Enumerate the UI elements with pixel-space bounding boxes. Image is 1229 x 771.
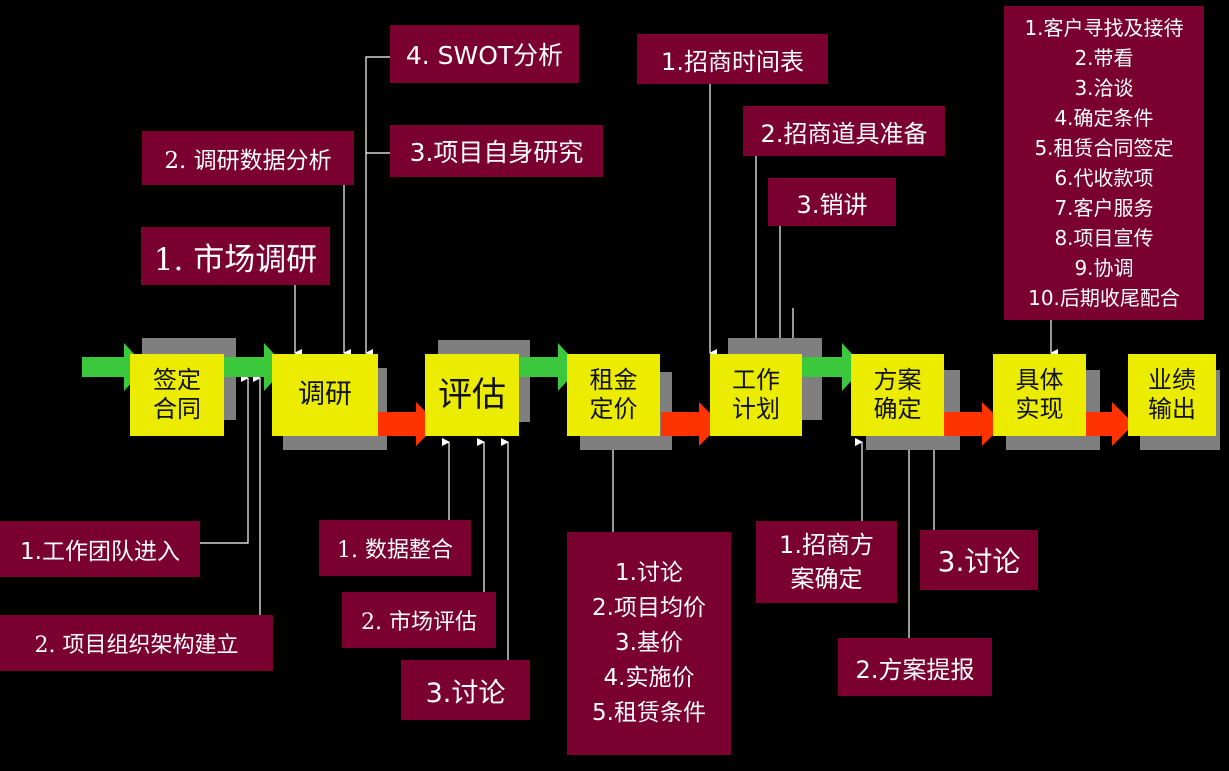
- note-data-integration: 1. 数据整合: [319, 520, 471, 576]
- note-pricing-list: 1.讨论 2.项目均价 3.基价 4.实施价 5.租赁条件: [567, 532, 731, 755]
- note-market-assess: 2. 市场评估: [342, 592, 496, 648]
- list-item: 3.基价: [615, 630, 683, 656]
- note-market-research: 1. 市场调研: [141, 227, 330, 285]
- list-item: 10.后期收尾配合: [1028, 286, 1180, 310]
- note-promo: 3.销讲: [768, 178, 896, 226]
- stage-rent-pricing: 租金 定价: [567, 354, 660, 436]
- stage-research: 调研: [272, 354, 378, 436]
- red-arrow-icon: [661, 402, 721, 446]
- red-arrow-icon: [944, 402, 1004, 446]
- note-props: 2.招商道具准备: [743, 106, 945, 156]
- list-item: 5.租赁合同签定: [1034, 136, 1174, 160]
- list-item: 1.客户寻找及接待: [1024, 16, 1184, 40]
- stage-sign-contract: 签定 合同: [130, 354, 224, 436]
- list-item: 2.项目均价: [592, 595, 706, 621]
- green-arrow-icon: [802, 343, 864, 391]
- note-swot: 4. SWOT分析: [390, 25, 579, 83]
- stage-assess: 评估: [425, 354, 519, 436]
- green-arrow-icon: [224, 343, 286, 391]
- list-item: 4.确定条件: [1054, 106, 1154, 130]
- list-item: 7.客户服务: [1054, 196, 1154, 220]
- note-data-analysis: 2. 调研数据分析: [142, 131, 354, 185]
- note-scheme-confirm: 1.招商方案确定: [756, 521, 897, 603]
- list-item: 2.带看: [1074, 46, 1134, 70]
- green-arrow-icon: [520, 343, 580, 391]
- note-scheme-submit: 2.方案提报: [838, 638, 992, 696]
- red-arrow-icon: [378, 402, 438, 446]
- list-item: 6.代收款项: [1054, 166, 1154, 190]
- note-assess-discuss: 3.讨论: [401, 660, 530, 720]
- list-item: 9.协调: [1074, 256, 1134, 280]
- note-scheme-discuss: 3.讨论: [920, 530, 1038, 590]
- list-item: 5.租赁条件: [592, 700, 706, 726]
- stage-implement: 具体 实现: [993, 354, 1086, 436]
- list-item: 3.洽谈: [1074, 76, 1134, 100]
- note-org-structure: 2. 项目组织架构建立: [0, 615, 273, 671]
- stage-scheme-confirm: 方案 确定: [851, 354, 944, 436]
- list-item: 1.讨论: [615, 560, 683, 586]
- stage-output: 业绩 输出: [1128, 354, 1216, 436]
- red-arrow-icon: [1074, 402, 1134, 446]
- note-self-study: 3.项目自身研究: [390, 125, 603, 177]
- list-item: 4.实施价: [603, 665, 695, 691]
- stage-work-plan: 工作 计划: [710, 354, 802, 436]
- list-item: 8.项目宣传: [1054, 226, 1154, 250]
- note-team-enter: 1.工作团队进入: [0, 521, 200, 577]
- note-implement-list: 1.客户寻找及接待 2.带看 3.洽谈 4.确定条件 5.租赁合同签定 6.代收…: [1004, 6, 1204, 320]
- note-schedule: 1.招商时间表: [637, 34, 828, 84]
